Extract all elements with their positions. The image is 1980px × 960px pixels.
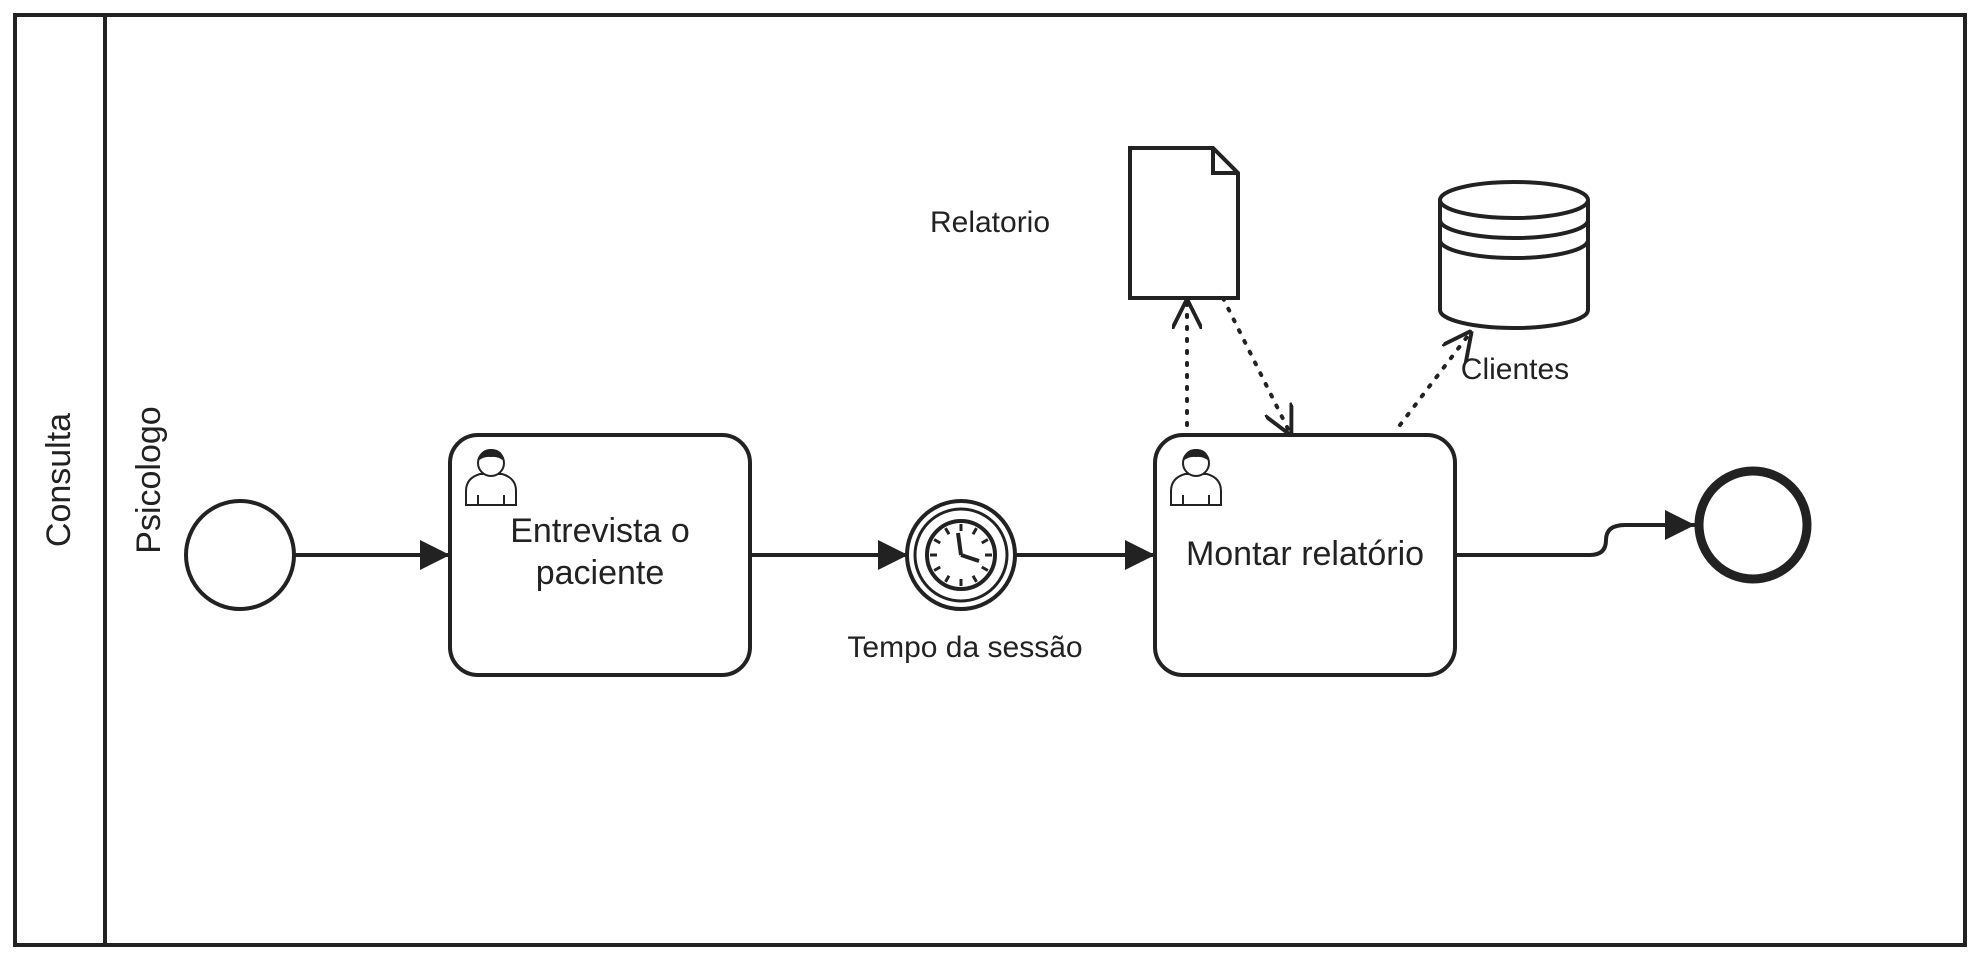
clock-tick	[944, 575, 951, 583]
clock-tick	[971, 575, 978, 583]
clock-tick	[981, 538, 989, 545]
clock-hand-hour	[960, 553, 980, 563]
timer-event-label: Tempo da sessão	[847, 631, 1083, 664]
task-entrevista[interactable]	[448, 433, 752, 677]
data-association-document-to-report[interactable]	[1221, 296, 1290, 433]
document-fold	[1211, 148, 1238, 175]
pool-label: Consulta	[40, 412, 78, 548]
clock-tick	[971, 527, 978, 535]
clock-tick	[981, 565, 989, 572]
user-icon	[1170, 449, 1222, 506]
sequence-flow-report-to-end[interactable]	[1457, 510, 1695, 557]
document-icon[interactable]	[1128, 146, 1240, 300]
end-event[interactable]	[1694, 466, 1812, 584]
task-montar-relatorio[interactable]	[1153, 433, 1457, 677]
data-association-report-to-database[interactable]	[1398, 333, 1470, 427]
pool-border	[13, 13, 1967, 947]
clock-tick	[933, 538, 941, 545]
task-entrevista-label: Entrevista o paciente	[510, 512, 690, 592]
start-event[interactable]	[184, 499, 296, 611]
lane-label: Psicologo	[130, 406, 168, 554]
database-icon[interactable]	[1438, 180, 1590, 330]
data-object-label: Relatorio	[929, 206, 1051, 239]
clock-icon	[925, 519, 997, 591]
data-store-label: Clientes	[1460, 353, 1570, 386]
task-montar-relatorio-label: Montar relatório	[1185, 535, 1425, 573]
clock-tick	[944, 527, 951, 535]
clock-tick	[933, 565, 941, 572]
clock-hand-minute	[956, 532, 963, 556]
user-icon	[465, 449, 517, 506]
